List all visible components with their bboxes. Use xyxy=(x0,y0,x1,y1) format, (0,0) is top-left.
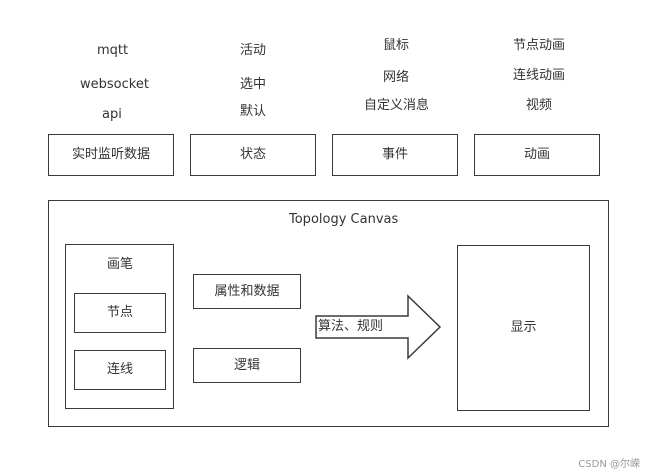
col-3-item-0: 节点动画 xyxy=(513,38,566,53)
animation-box: 动画 xyxy=(474,134,600,176)
display-label: 显示 xyxy=(510,320,537,335)
node-label: 节点 xyxy=(106,305,133,320)
watermark: CSDN @尔嵘 xyxy=(578,459,640,470)
display-box: 显示 xyxy=(457,245,590,411)
state-label: 状态 xyxy=(239,147,266,162)
col-3-item-2: 视频 xyxy=(526,98,553,113)
col-0-item-0: mqtt xyxy=(97,43,129,58)
col-1-item-1: 选中 xyxy=(240,77,267,92)
arrow-label: 算法、规则 xyxy=(318,319,384,334)
col-2-item-1: 网络 xyxy=(383,70,410,85)
col-0-item-2: api xyxy=(102,107,122,122)
state-box: 状态 xyxy=(190,134,316,176)
col-2-item-2: 自定义消息 xyxy=(364,98,430,113)
realtime-data-box: 实时监听数据 xyxy=(48,134,174,176)
realtime-data-label: 实时监听数据 xyxy=(71,147,150,162)
col-2-item-0: 鼠标 xyxy=(383,38,410,53)
node-box: 节点 xyxy=(74,293,166,333)
col-1-item-2: 默认 xyxy=(240,104,267,119)
col-0-item-1: websocket xyxy=(80,77,149,92)
event-label: 事件 xyxy=(381,147,408,162)
animation-label: 动画 xyxy=(523,147,550,162)
line-box: 连线 xyxy=(74,350,166,390)
properties-data-box: 属性和数据 xyxy=(193,274,301,309)
topology-canvas-title: Topology Canvas xyxy=(289,212,399,227)
properties-data-label: 属性和数据 xyxy=(214,283,280,299)
logic-label: 逻辑 xyxy=(233,357,260,373)
col-3-item-1: 连线动画 xyxy=(513,68,566,83)
col-1-item-0: 活动 xyxy=(240,43,267,58)
event-box: 事件 xyxy=(332,134,458,176)
pen-panel-title: 画笔 xyxy=(107,257,134,272)
logic-box: 逻辑 xyxy=(193,348,301,383)
line-label: 连线 xyxy=(106,362,133,377)
